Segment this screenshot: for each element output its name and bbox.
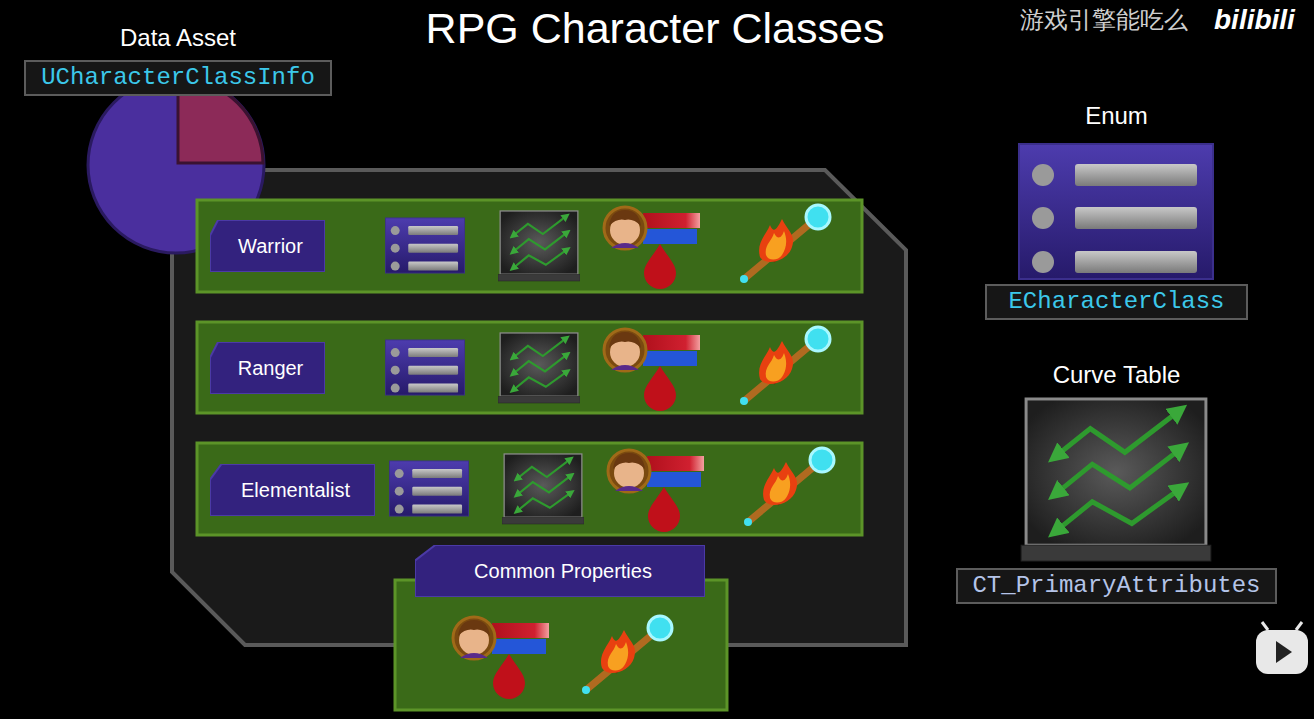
curve-table-icon: [1021, 399, 1211, 561]
class-label-box: EnumECharacterClass: [985, 284, 1248, 320]
play-button: [1256, 622, 1308, 674]
watermark: bilibili: [1214, 2, 1295, 38]
common-staff: [582, 616, 672, 694]
class-tag: Elementalist: [210, 464, 375, 516]
title: RPG Character Classes: [426, 2, 885, 54]
section-heading: Enum: [1085, 102, 1148, 130]
row-icons: [385, 205, 830, 289]
class-panel: [172, 170, 906, 645]
type-name: UCharacterClassInfo: [41, 64, 315, 91]
class-name: Common Properties: [474, 545, 652, 597]
section-heading: Curve Table: [1053, 361, 1181, 389]
type-name: ECharacterClass: [1008, 288, 1224, 315]
class-tag: Warrior: [210, 220, 325, 272]
class-tag: Common Properties: [415, 545, 705, 597]
type-name: CT_PrimaryAttributes: [972, 572, 1260, 599]
class-name: Elementalist: [241, 464, 350, 516]
class-name: Ranger: [238, 342, 304, 394]
common-portrait: [453, 617, 549, 699]
class-label-box: Curve TableCT_PrimaryAttributes: [956, 568, 1277, 604]
row-icons: [385, 327, 830, 411]
class-tag: Ranger: [210, 342, 325, 394]
section-heading: Data Asset: [120, 24, 236, 52]
class-name: Warrior: [238, 220, 303, 272]
watermark: 游戏引擎能吃么: [1020, 4, 1188, 36]
class-label-box: Data AssetUCharacterClassInfo: [24, 60, 332, 96]
enum-icon: [1019, 144, 1213, 279]
class-bands: [197, 200, 862, 710]
row-icons: [389, 448, 834, 532]
